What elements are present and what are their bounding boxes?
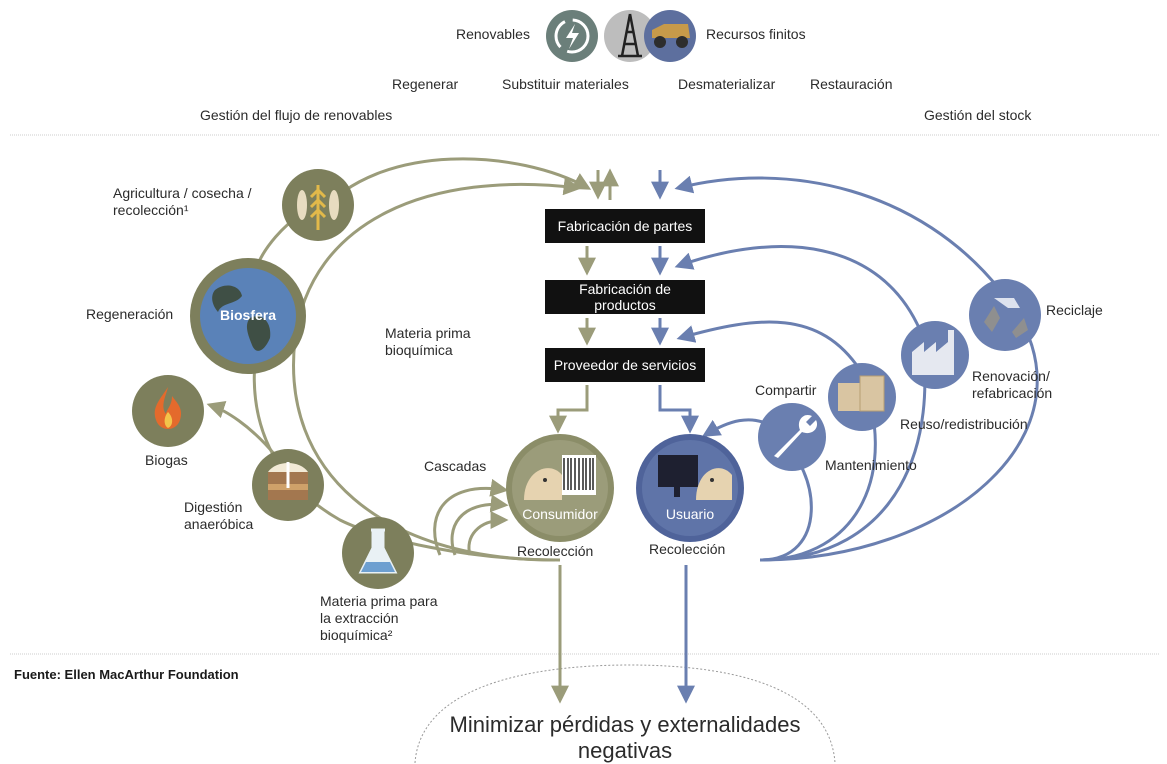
arrow-green-to-consumer [549,385,589,434]
label-consumer: Consumidor [522,506,598,522]
label-recycling: Reciclaje [1046,302,1103,318]
flask-icon [342,517,414,589]
recycling-icon [969,279,1041,351]
label-cascades: Cascadas [424,458,487,474]
label-reuse: Reuso/redistribución [900,416,1028,432]
strategy-substitute: Substituir materiales [502,76,629,92]
footer-title: Minimizar pérdidas y externalidades nega… [449,712,801,763]
section-right-label: Gestión del stock [924,107,1032,123]
strategy-regenerate: Regenerar [392,76,459,92]
label-feedstock: Materia prima para la extracción bioquím… [320,593,438,643]
source-credit: Fuente: Ellen MacArthur Foundation [14,667,239,682]
section-left-label: Gestión del flujo de renovables [200,107,393,123]
label-refurbish: Renovación/ refabricación [972,368,1053,401]
oil-rig-icon [604,10,656,62]
label-raw-material: Materia prima bioquímica [385,325,471,358]
agriculture-icon [282,169,354,241]
flow-outer-ring [252,359,561,562]
flow-digestion-to-biogas [206,401,277,456]
boxes-icon [828,363,896,431]
arrow-blue-to-user [658,385,699,434]
cascade-2 [450,494,509,556]
strategy-restore: Restauración [810,76,893,92]
cascade-1 [433,478,509,556]
legend-renewables-label: Renovables [456,26,530,42]
wrench-icon [758,403,826,471]
fire-icon [132,375,204,447]
label-user: Usuario [665,506,715,522]
factory-icon [901,321,969,389]
label-collection-right: Recolección [649,541,726,557]
consumer-icon [506,434,614,542]
label-biosphere: Biosfera [219,307,277,323]
footer-ellipse [414,664,836,763]
label-digestion: Digestión anaeróbica [184,499,254,532]
strategy-dematerialize: Desmaterializar [678,76,776,92]
box-parts: Fabricación de partes [545,209,705,243]
biosphere-globe-icon [190,258,306,374]
user-icon [636,434,744,542]
label-share: Compartir [755,382,817,398]
renewables-icon [546,10,598,62]
legend-finite-label: Recursos finitos [706,26,806,42]
label-agriculture: Agricultura / cosecha / recolección¹ [113,185,252,218]
label-collection-left: Recolección [517,543,594,559]
digestion-icon [252,449,324,521]
label-biogas: Biogas [145,452,188,468]
label-maintenance: Mantenimiento [825,457,917,473]
mining-truck-icon [644,10,696,62]
box-services: Proveedor de servicios [545,348,705,382]
label-regeneration: Regeneración [86,306,174,322]
box-products: Fabricación de productos [545,280,705,314]
cascade-3 [467,511,509,556]
flow-agri-to-parts [316,157,592,216]
